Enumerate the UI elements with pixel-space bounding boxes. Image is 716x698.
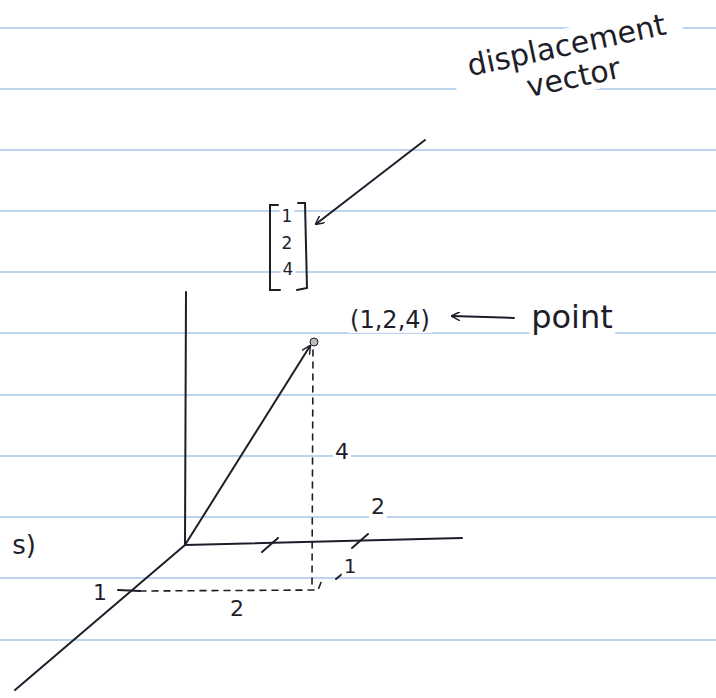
axes — [15, 140, 514, 690]
matrix-entry: 1 — [280, 207, 295, 226]
leader-arrow — [316, 140, 425, 224]
ruled-line — [0, 455, 716, 456]
point-note: point — [529, 300, 615, 335]
y-axis — [185, 538, 462, 545]
ruled-line — [0, 577, 716, 578]
dashed-height — [312, 350, 313, 586]
tick-label: 1 — [342, 555, 359, 577]
ruled-line — [0, 271, 716, 272]
axis-note: s) — [10, 531, 38, 560]
ruled-lines — [0, 28, 716, 640]
ruled-line — [0, 149, 716, 150]
tick-mark — [118, 590, 140, 591]
dimension-label: 2 — [228, 597, 246, 621]
tick-mark — [352, 534, 368, 548]
tick-label: 1 — [91, 581, 109, 605]
leader-arrow — [452, 316, 514, 318]
dashed-base — [140, 580, 322, 591]
vector-note: displacement vector — [449, 4, 692, 117]
tick-mark — [262, 538, 278, 552]
ruled-line — [0, 394, 716, 395]
ruled-line — [0, 88, 716, 89]
tick-label: 2 — [369, 495, 387, 519]
matrix-entry: 4 — [281, 260, 296, 279]
matrix-bracket — [297, 203, 307, 290]
x-axis — [15, 545, 185, 690]
ruled-line — [0, 516, 716, 517]
matrix-bracket — [270, 205, 280, 290]
point-coordinates: (1,2,4) — [348, 307, 432, 333]
z-axis — [185, 292, 186, 545]
ruled-line — [0, 639, 716, 640]
ruled-line — [0, 210, 716, 211]
matrix-entry: 2 — [280, 234, 295, 253]
dimension-label: 4 — [333, 440, 351, 464]
vector-arrow — [185, 346, 310, 545]
point-dot — [310, 338, 318, 346]
